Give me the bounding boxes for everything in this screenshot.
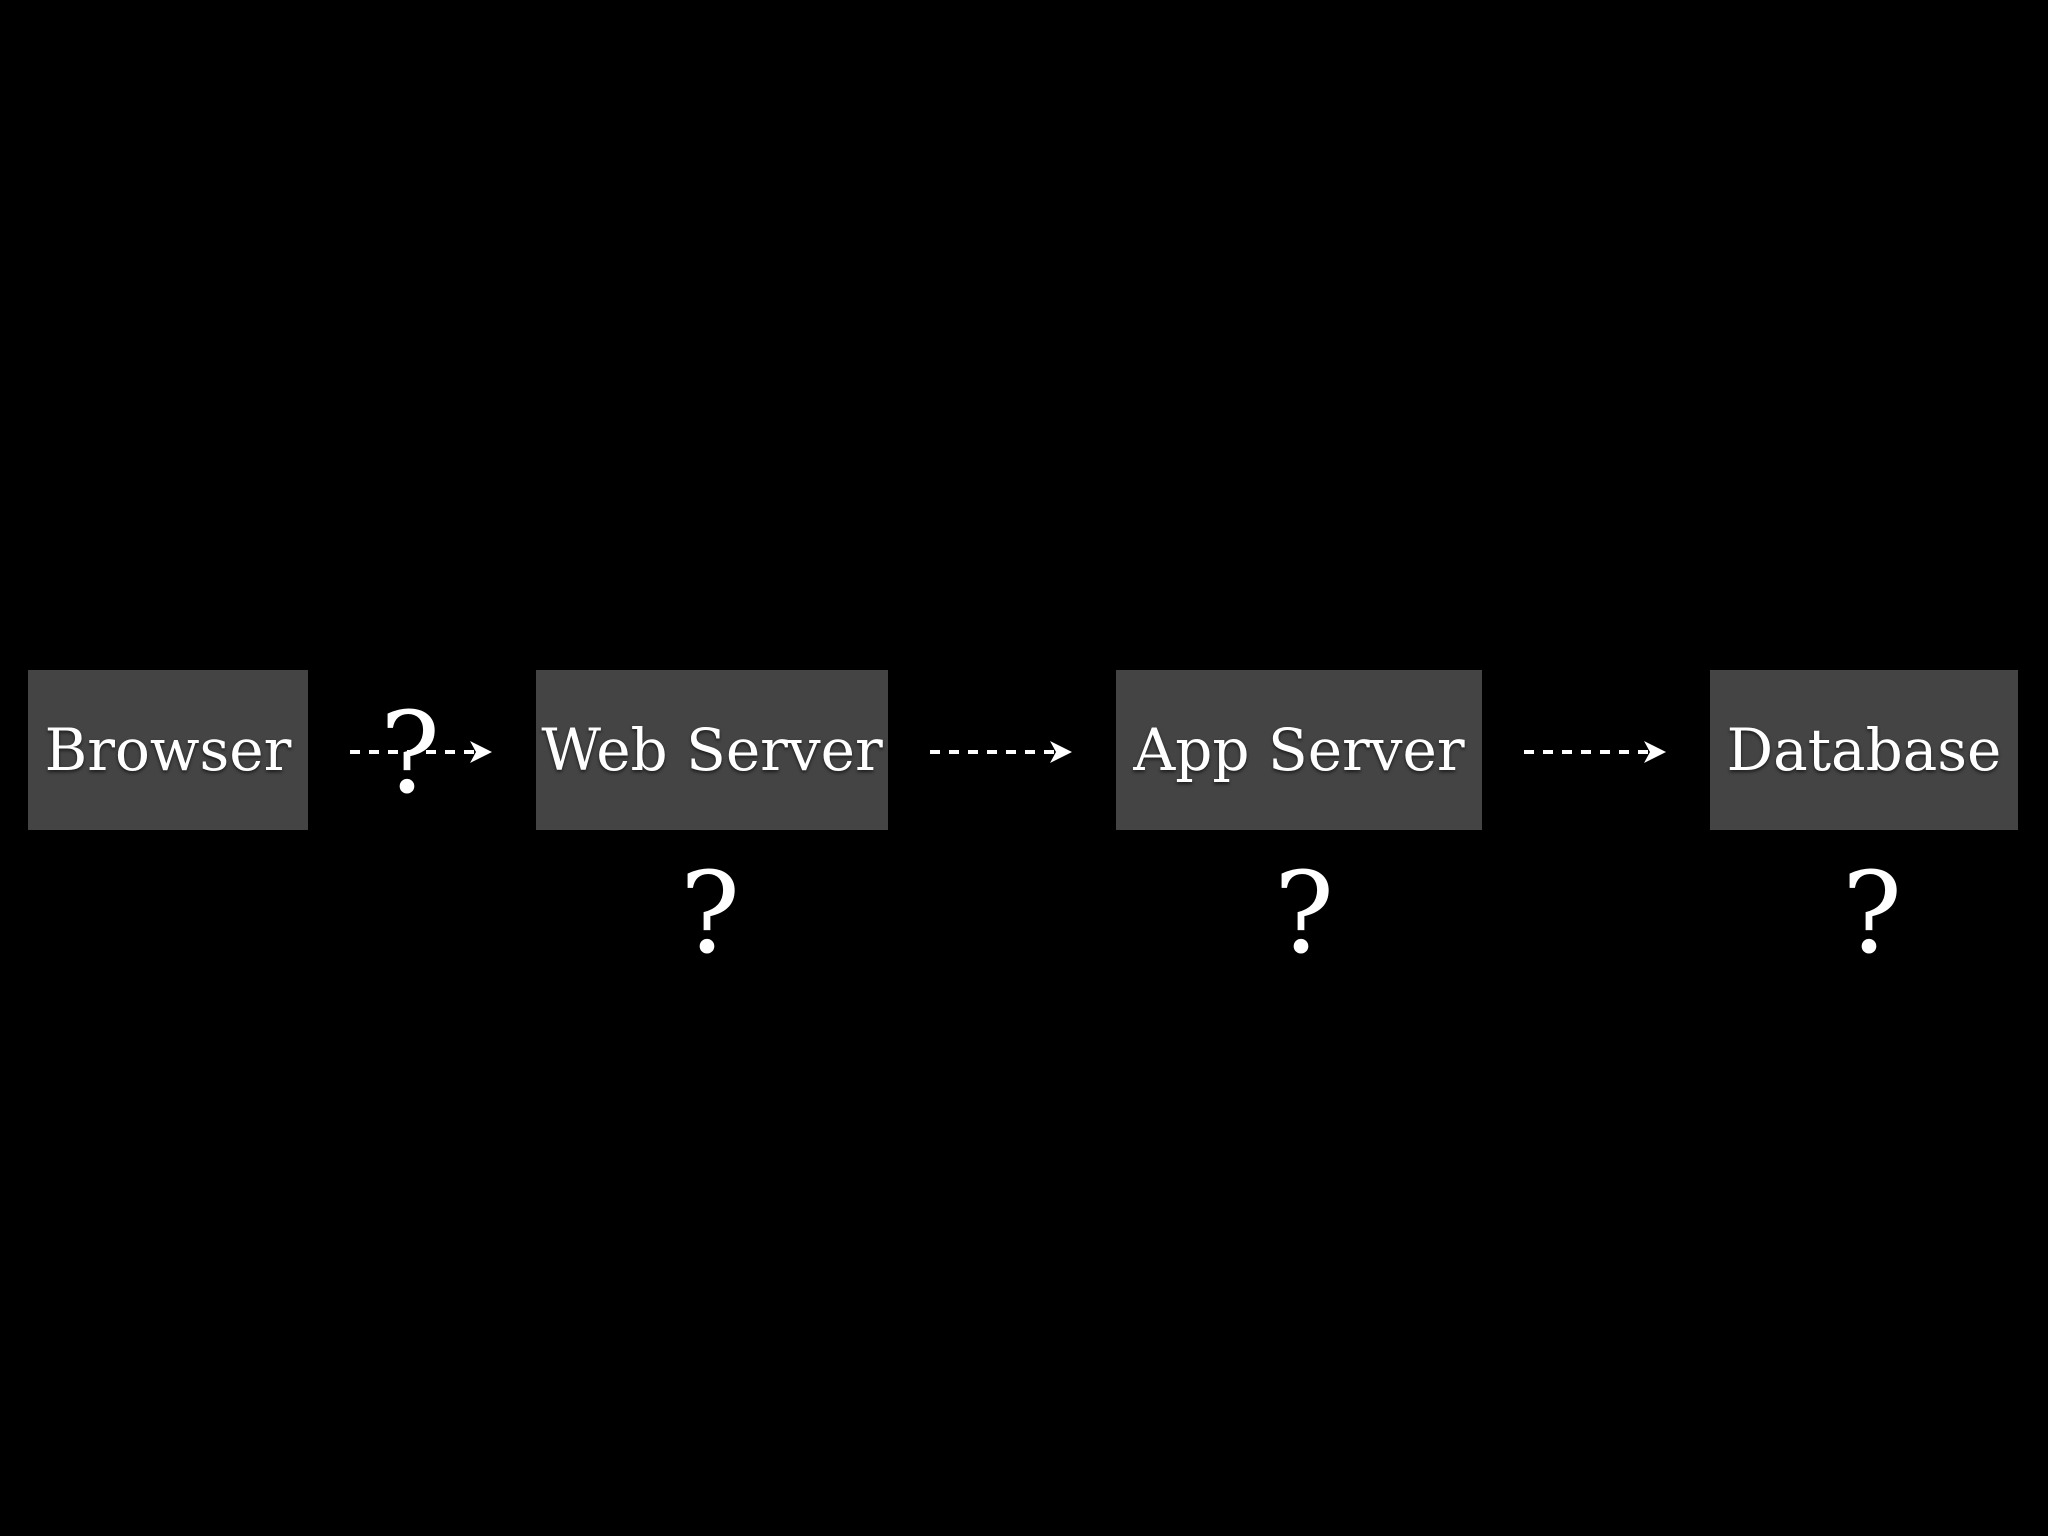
browser-label: Browser	[44, 716, 292, 784]
arrow-appserver-to-database	[1524, 741, 1666, 763]
database-node: Database	[1710, 670, 2018, 830]
app-server-label: App Server	[1133, 716, 1465, 784]
app-server-node: App Server	[1116, 670, 1482, 830]
browser-node: Browser	[28, 670, 308, 830]
web-server-question-mark: ?	[679, 849, 741, 979]
database-label: Database	[1726, 716, 2002, 784]
arrow-webserver-to-appserver	[930, 741, 1072, 763]
web-server-label: Web Server	[541, 716, 883, 784]
app-server-question-mark: ?	[1273, 849, 1335, 979]
connection-question-mark: ?	[379, 689, 441, 819]
arrow-browser-to-webserver	[350, 741, 492, 763]
database-question-mark: ?	[1841, 849, 1903, 979]
web-server-node: Web Server	[536, 670, 888, 830]
